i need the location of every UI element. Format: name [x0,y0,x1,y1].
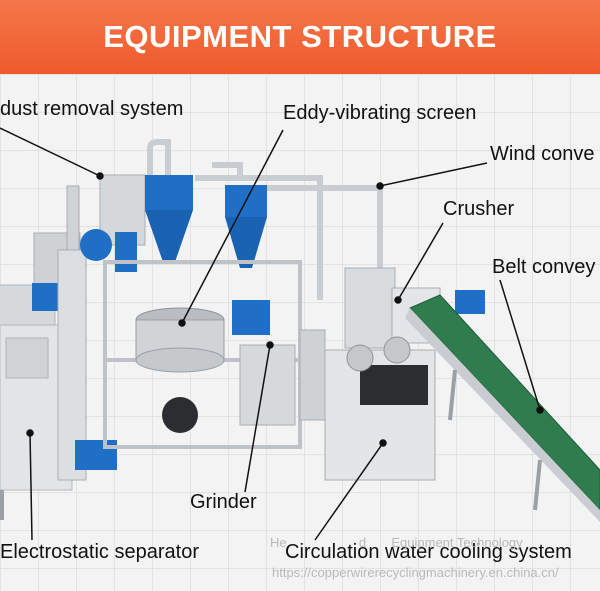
water-cooling-unit [325,337,435,480]
label-belt-conveyor: Belt convey [492,255,595,279]
label-eddy-vibrating-screen: Eddy-vibrating screen [283,101,476,125]
watermark-url: https://copperwirerecyclingmachinery.en.… [272,565,559,580]
watermark-company: He d Equipment Technology [270,535,523,550]
label-electrostatic-separator: Electrostatic separator [0,540,199,564]
dust-removal-unit [80,175,145,272]
cyclones [145,175,267,268]
grinder-machine [232,300,325,425]
label-dust-removal-system: dust removal system [0,97,183,121]
vibrating-screen [136,308,224,433]
label-wind-conveyor: Wind conve [490,142,595,166]
label-grinder: Grinder [190,490,257,514]
label-crusher: Crusher [443,197,514,221]
